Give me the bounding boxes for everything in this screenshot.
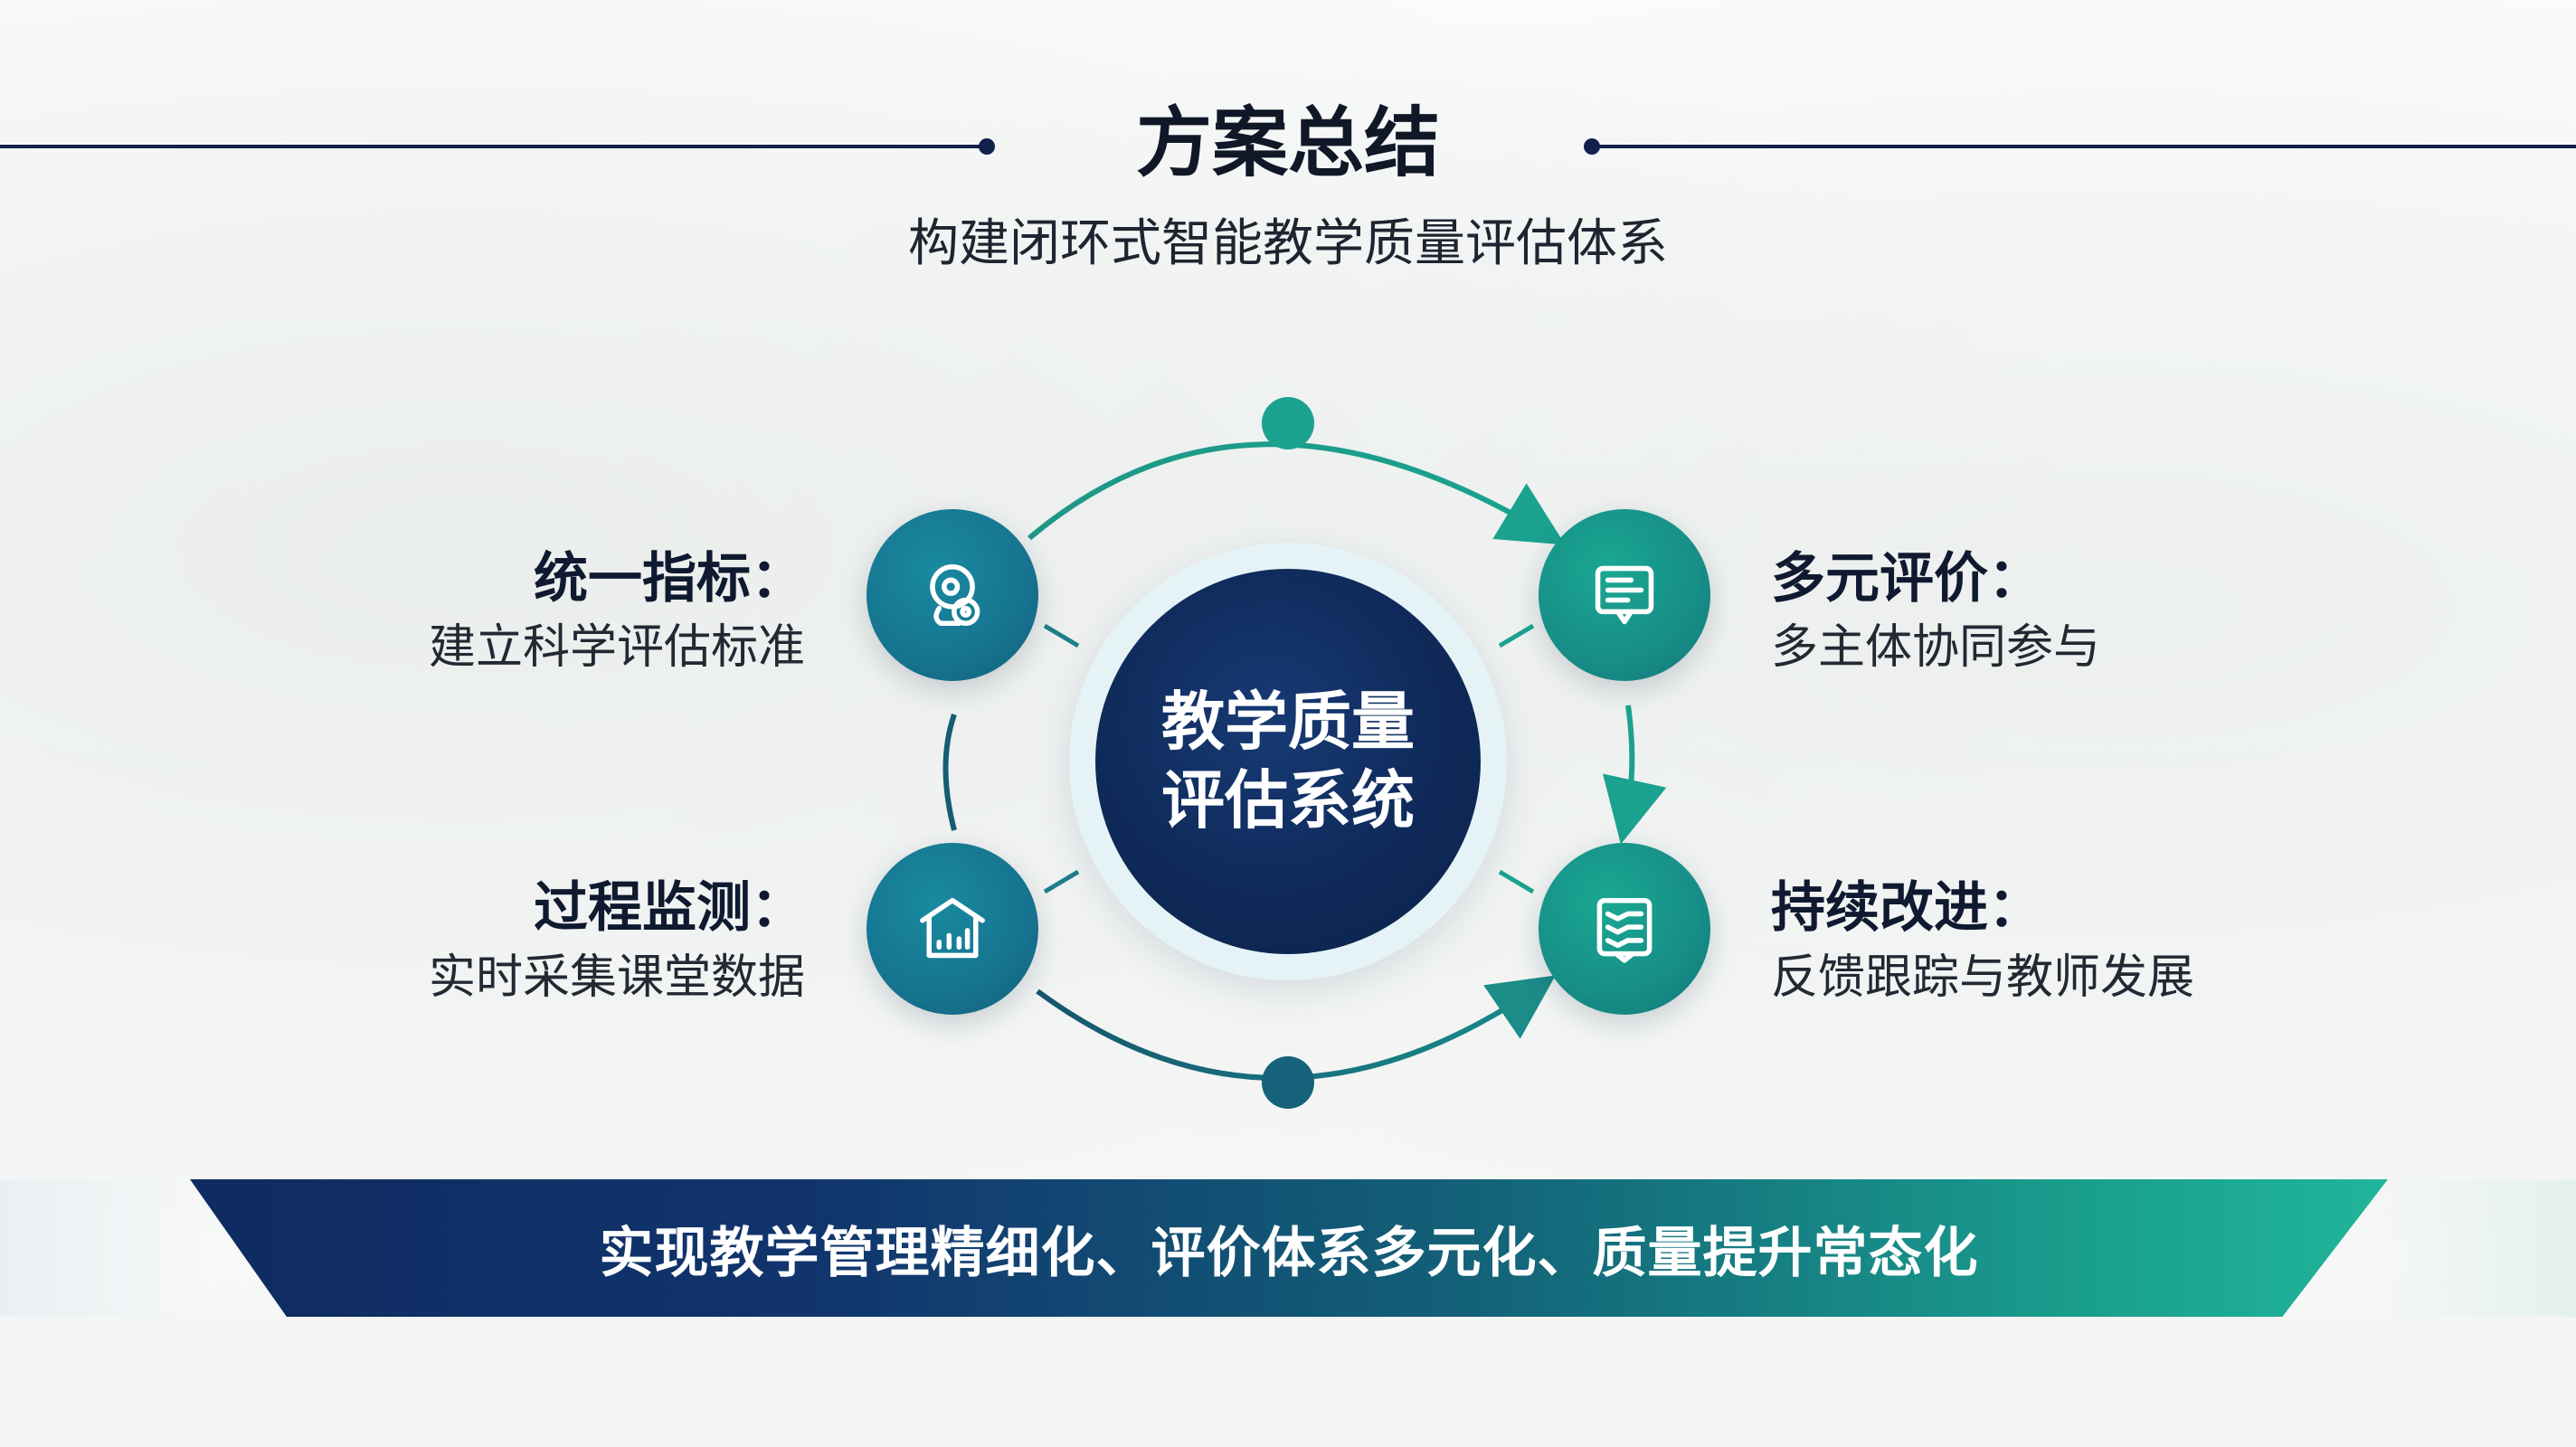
arc-top-dot <box>1262 397 1314 449</box>
summary-banner: 实现教学管理精细化、评价体系多元化、质量提升常态化 <box>0 1179 2576 1317</box>
indicator-icon <box>930 563 980 627</box>
improvement-icon <box>1596 897 1653 963</box>
center-title-line2: 评估系统 <box>1161 763 1415 837</box>
center-title-line1: 教学质量 <box>1161 684 1415 759</box>
label-process-monitoring-title: 过程监测： <box>534 876 805 940</box>
node-bottom-right-circle <box>1539 843 1710 1015</box>
title-divider-left <box>0 145 986 148</box>
summary-banner-shape <box>190 1179 2388 1317</box>
page-title: 方案总结 <box>1135 99 1440 187</box>
arc-right <box>1602 705 1667 845</box>
evaluation-icon <box>1595 565 1654 625</box>
spoke-top-left <box>1043 623 1080 648</box>
summary-banner-text: 实现教学管理精细化、评价体系多元化、质量提升常态化 <box>599 1221 1979 1285</box>
title-divider-right <box>1592 145 2576 148</box>
node-top-left-circle <box>867 509 1038 681</box>
label-diverse-evaluation-title: 多元评价： <box>1771 547 2042 610</box>
label-unified-indicators-title: 统一指标： <box>534 547 805 610</box>
spoke-bottom-left <box>1043 869 1080 894</box>
label-diverse-evaluation-desc: 多主体协同参与 <box>1771 620 2101 675</box>
label-continuous-improvement-desc: 反馈跟踪与教师发展 <box>1771 950 2195 1005</box>
monitor-chart-icon <box>920 897 985 959</box>
label-unified-indicators-desc: 建立科学评估标准 <box>428 620 805 675</box>
arc-top <box>1028 441 1566 545</box>
spoke-bottom-right <box>1498 869 1535 894</box>
arc-bottom-dot <box>1262 1056 1314 1109</box>
center-core: 教学质量 评估系统 <box>1095 569 1481 954</box>
page-subtitle: 构建闭环式智能教学质量评估体系 <box>908 214 1668 273</box>
spoke-top-right <box>1498 623 1535 648</box>
label-process-monitoring-desc: 实时采集课堂数据 <box>428 950 805 1005</box>
arc-left <box>942 714 957 831</box>
label-continuous-improvement-title: 持续改进： <box>1771 876 2042 940</box>
title-divider-left-dot <box>979 138 995 155</box>
node-bottom-left-circle <box>867 843 1038 1015</box>
node-top-right-circle <box>1539 509 1710 681</box>
